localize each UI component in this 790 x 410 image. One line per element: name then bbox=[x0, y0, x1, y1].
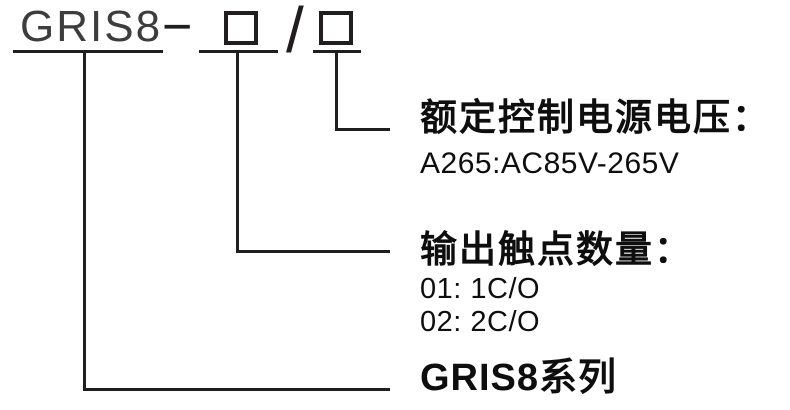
connector-series-horizontal bbox=[83, 388, 390, 391]
digit-box-2 bbox=[319, 11, 353, 45]
legend-series: GRIS8系列 bbox=[420, 356, 617, 400]
legend-contacts-detail-1: 01: 1C/O bbox=[420, 273, 541, 305]
dash-separator: − bbox=[162, 0, 193, 56]
legend-contacts: 输出触点数量： 01: 1C/O 02: 2C/O bbox=[420, 228, 693, 338]
digit-box-1 bbox=[224, 11, 258, 45]
slash-separator: / bbox=[286, 0, 304, 66]
underline-box2 bbox=[313, 50, 361, 53]
legend-series-title: GRIS8系列 bbox=[420, 357, 618, 399]
connector-voltage-horizontal bbox=[335, 128, 390, 131]
connector-contacts-horizontal bbox=[236, 250, 390, 253]
legend-voltage-title: 额定控制电源电压： bbox=[420, 97, 771, 138]
connector-contacts-vertical bbox=[236, 53, 239, 253]
underline-box1 bbox=[199, 50, 278, 53]
legend-voltage-detail: A265:AC85V-265V bbox=[420, 147, 680, 180]
legend-contacts-detail-2: 02: 2C/O bbox=[420, 306, 541, 338]
legend-voltage: 额定控制电源电压： A265:AC85V-265V bbox=[420, 96, 771, 180]
connector-voltage-vertical bbox=[335, 53, 338, 131]
underline-series bbox=[13, 50, 163, 53]
series-code-text: GRIS8 bbox=[20, 2, 163, 51]
legend-contacts-title: 输出触点数量： bbox=[420, 229, 693, 270]
connector-series-vertical bbox=[83, 53, 86, 391]
